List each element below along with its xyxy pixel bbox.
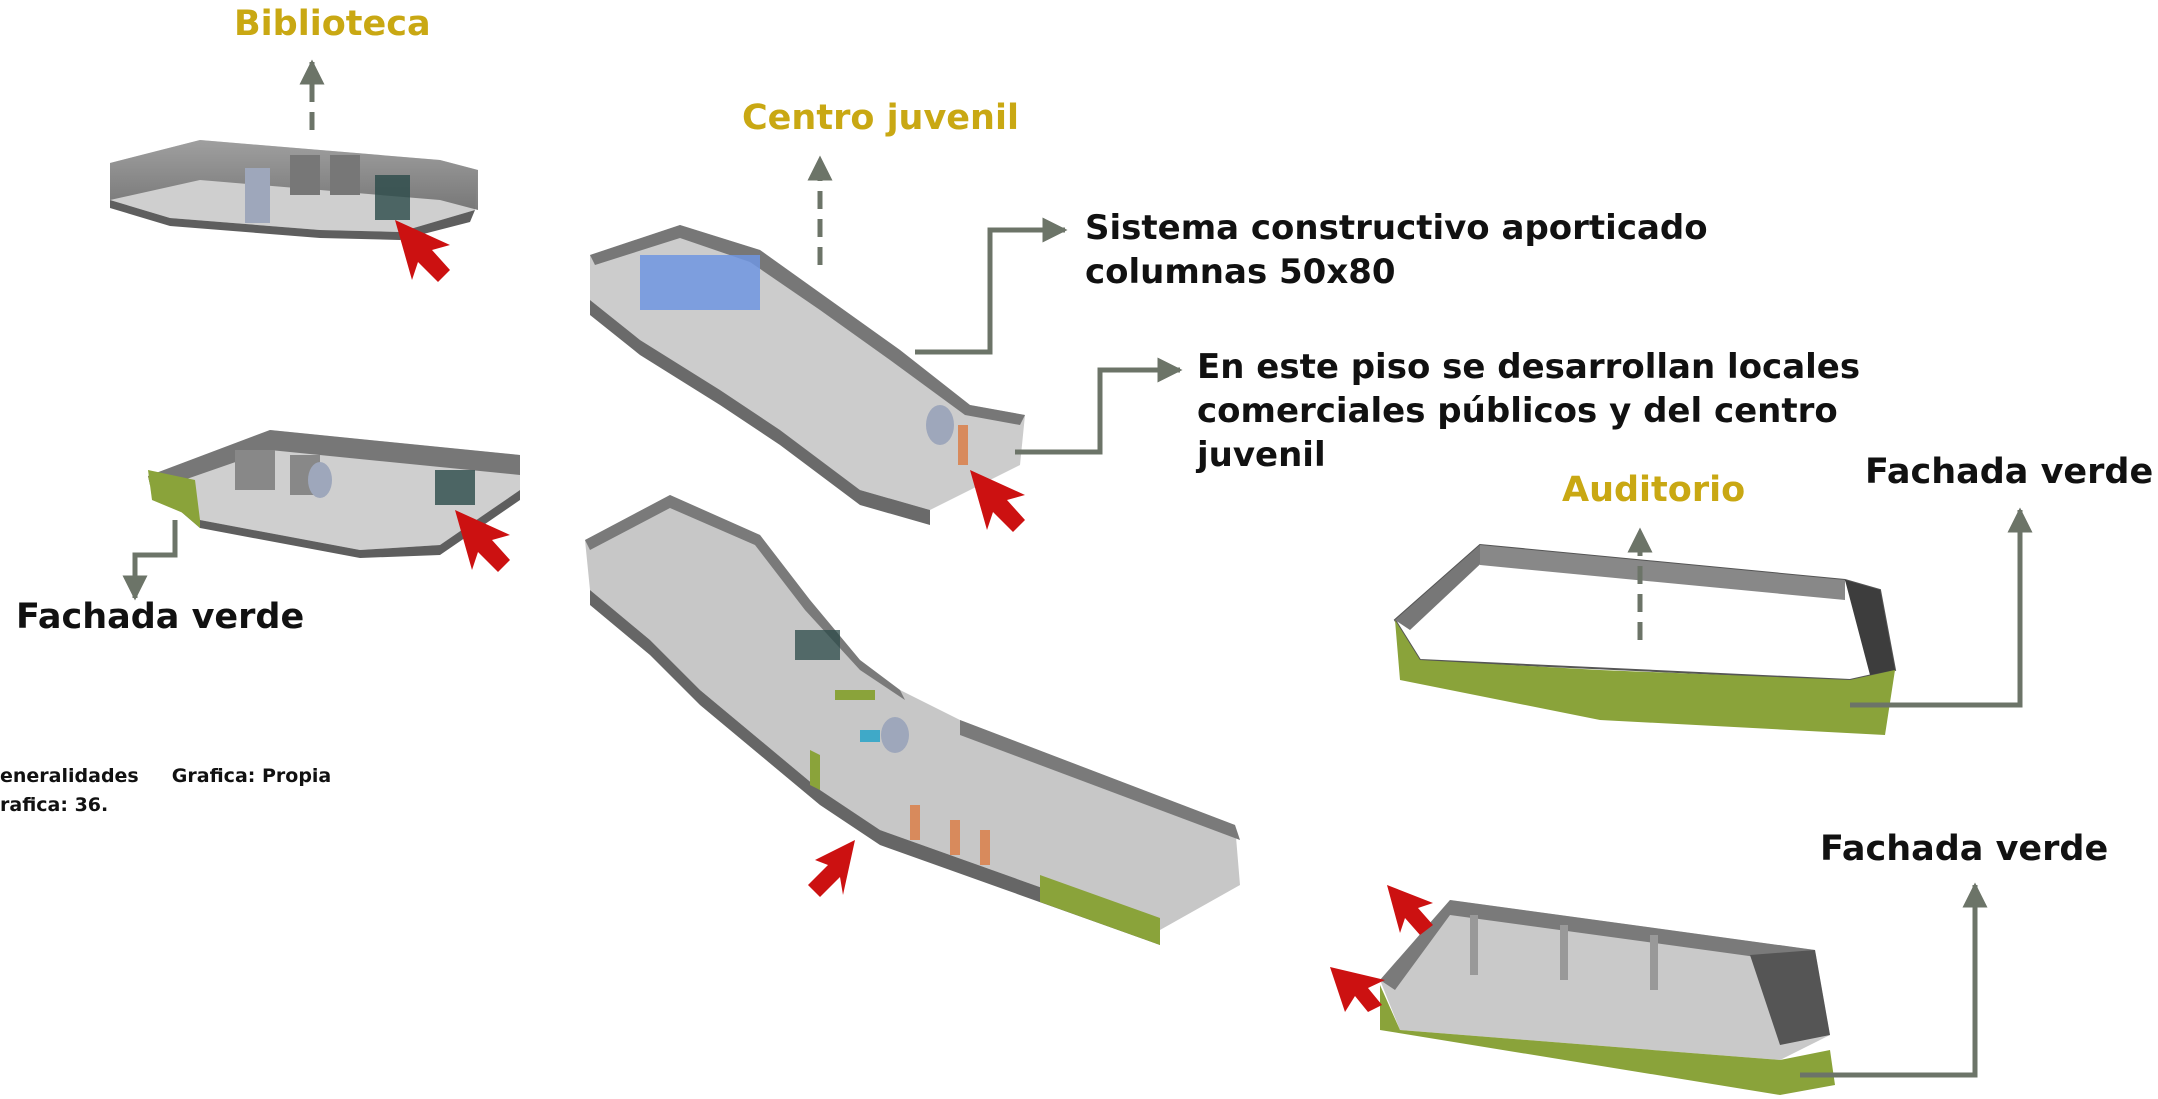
fachada-verde-left-floor-model bbox=[148, 430, 520, 558]
entry-arrow-icon bbox=[455, 510, 510, 572]
biblioteca-label: Biblioteca bbox=[234, 4, 431, 44]
biblioteca-floor-model bbox=[110, 140, 478, 240]
caption-line-1: eneralidades Grafica: Propia bbox=[0, 765, 332, 787]
sistema-constructivo-annotation: Sistema constructivo aporticado columnas… bbox=[1085, 206, 1708, 294]
sistema-line-1: Sistema constructivo aporticado bbox=[1085, 208, 1708, 248]
connectors bbox=[122, 59, 2033, 1078]
piso-line-1: En este piso se desarrollan locales bbox=[1197, 347, 1861, 387]
piso-line-2: comerciales públicos y del centro bbox=[1197, 391, 1838, 432]
fachada-verde-left-label: Fachada verde bbox=[16, 597, 305, 637]
fachada-verde-right-bottom-label: Fachada verde bbox=[1820, 829, 2109, 869]
entry-arrows bbox=[395, 220, 1433, 1012]
centro-juvenil-label: Centro juvenil bbox=[742, 98, 1019, 138]
caption-line-2: rafica: 36. bbox=[0, 793, 109, 816]
figure-caption: eneralidades Grafica: Propia rafica: 36. bbox=[0, 762, 331, 819]
centro-juvenil-floor-model bbox=[590, 225, 1025, 525]
auditorio-label: Auditorio bbox=[1562, 470, 1746, 510]
entry-arrow-icon bbox=[970, 470, 1025, 532]
lower-floor-model bbox=[585, 495, 1240, 945]
entry-arrow-icon bbox=[1387, 885, 1433, 935]
entry-arrow-icon bbox=[808, 840, 855, 897]
auditorio-floor-model bbox=[1393, 543, 1897, 735]
fachada-verde-bottom-floor-model bbox=[1380, 900, 1835, 1095]
entry-arrow-icon bbox=[1330, 967, 1385, 1012]
fachada-verde-right-top-label: Fachada verde bbox=[1865, 452, 2154, 492]
sistema-line-2: columnas 50x80 bbox=[1085, 252, 1396, 293]
entry-arrow-icon bbox=[395, 220, 450, 282]
piso-line-3: juvenil bbox=[1197, 435, 1326, 476]
piso-description-annotation: En este piso se desarrollan locales come… bbox=[1197, 345, 1860, 478]
